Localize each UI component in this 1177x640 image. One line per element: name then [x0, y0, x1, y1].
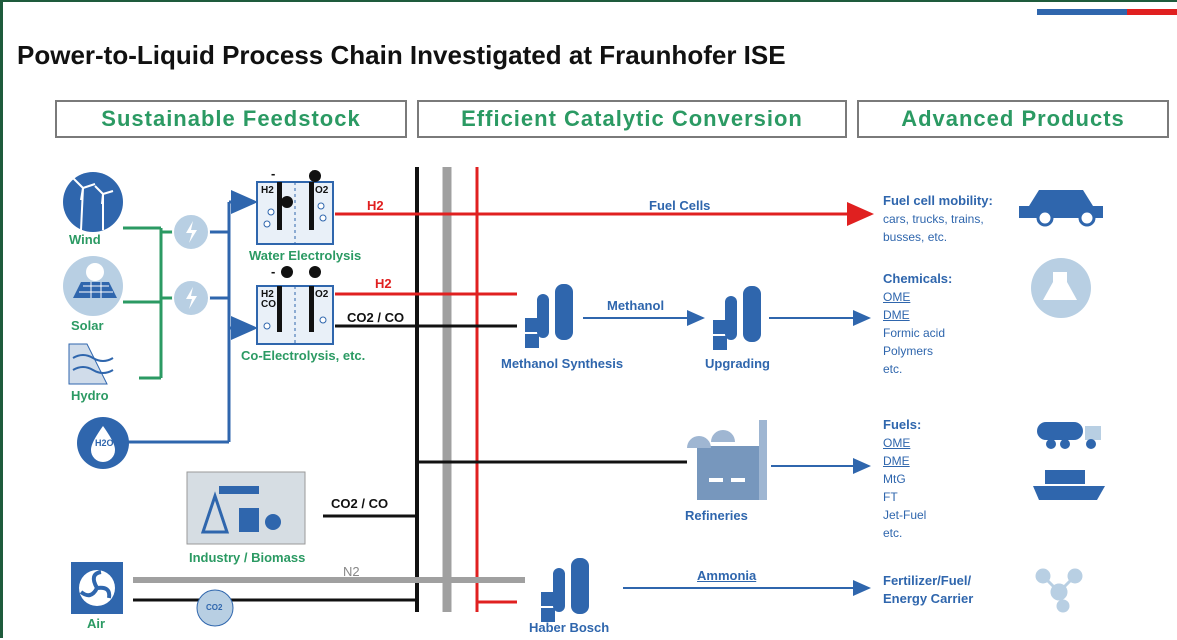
water-electrolysis-label: Water Electrolysis [249, 248, 362, 263]
fuels-item: OME [883, 436, 911, 450]
air-fan-icon [71, 562, 123, 614]
air-label: Air [87, 616, 106, 631]
co-cell-minus: - [271, 264, 276, 279]
water-drop-icon [77, 417, 129, 469]
fuel-cell-mobility-list: Fuel cell mobility: cars, trucks, trains… [883, 192, 993, 246]
water-cell-minus: - [271, 166, 276, 181]
methanol-synthesis-label: Methanol Synthesis [501, 356, 624, 371]
co2-co-label-top: CO2 / CO [347, 310, 405, 325]
chemicals-item: etc. [883, 362, 903, 376]
chemicals-item: Polymers [883, 344, 934, 358]
methanol-label: Methanol [607, 298, 665, 313]
fertilizer-line: Fertilizer/Fuel/ [883, 573, 972, 588]
tanker-truck-icon [1037, 422, 1101, 449]
water-cell-o2: O2 [315, 185, 329, 196]
molecule-icon [1035, 568, 1083, 613]
chemicals-item: OME [883, 290, 911, 304]
chemicals-head: Chemicals: [883, 271, 953, 286]
co-electrolysis-label: Co-Electrolysis, etc. [241, 348, 366, 363]
fertilizer-line: Energy Carrier [883, 591, 974, 606]
fuel-cells-label: Fuel Cells [649, 198, 711, 213]
methanol-synthesis-icon [525, 284, 573, 348]
refineries-label: Refineries [685, 508, 748, 523]
solar-icon [63, 256, 123, 316]
h2-stream-label-top: H2 [367, 198, 384, 213]
fuels-item: Jet-Fuel [883, 508, 927, 522]
fuels-item: etc. [883, 526, 903, 540]
water-cell-h2: H2 [261, 185, 274, 196]
industry-biomass-label: Industry / Biomass [189, 550, 306, 565]
water-electrolysis-cell [256, 170, 334, 245]
header-sustainable-feedstock: Sustainable Feedstock [55, 100, 407, 138]
h2-stream-label-mid: H2 [375, 276, 392, 291]
chemicals-list: Chemicals: OME DME Formic acid Polymers … [883, 270, 952, 378]
n2-label: N2 [343, 564, 360, 579]
header-advanced-products: Advanced Products [857, 100, 1169, 138]
co2-bubble-icon [196, 589, 234, 627]
haber-bosch-label: Haber Bosch [529, 620, 610, 635]
co-electrolysis-cell [256, 266, 334, 345]
solar-label: Solar [71, 318, 104, 333]
power-converter-icon [172, 213, 210, 317]
co-cell-co: CO [261, 299, 276, 310]
fuels-item: MtG [883, 472, 906, 486]
car-icon [1019, 190, 1103, 227]
wind-icon [63, 172, 123, 232]
ammonia-label: Ammonia [697, 568, 757, 583]
water-symbol: H2O [95, 438, 114, 448]
fuel-cell-mobility-line: cars, trucks, trains, [883, 212, 984, 226]
feed-lines [123, 190, 258, 444]
process-diagram [63, 167, 1105, 627]
chemicals-flask-icon [1031, 258, 1091, 318]
upgrading-icon [713, 286, 761, 350]
page-title: Power-to-Liquid Process Chain Investigat… [17, 40, 786, 70]
refinery-icon [687, 420, 767, 500]
header-catalytic-conversion: Efficient Catalytic Conversion [417, 100, 847, 138]
fuels-head: Fuels: [883, 417, 922, 432]
co-cell-h2: H2 [261, 289, 274, 300]
corner-accent [1037, 2, 1177, 15]
co2-symbol: CO2 [206, 603, 223, 612]
power-lines [123, 226, 175, 380]
co2-co-label-bottom: CO2 / CO [331, 496, 389, 511]
co-cell-o2: O2 [315, 289, 329, 300]
hydro-label: Hydro [71, 388, 109, 403]
fuel-cell-mobility-head: Fuel cell mobility: [883, 193, 993, 208]
ship-icon [1033, 470, 1105, 500]
chemicals-item: DME [883, 308, 910, 322]
fuels-item: DME [883, 454, 910, 468]
co-cell-plus: + [309, 264, 317, 279]
upgrading-label: Upgrading [705, 356, 770, 371]
fuels-item: FT [883, 490, 898, 504]
chemicals-item: Formic acid [883, 326, 946, 340]
hydro-icon [68, 343, 114, 385]
industry-biomass-icon [186, 471, 306, 545]
fertilizer-list: Fertilizer/Fuel/ Energy Carrier [883, 572, 973, 608]
water-cell-plus: + [309, 166, 317, 181]
fuel-cell-mobility-line: busses, etc. [883, 230, 948, 244]
wind-label: Wind [69, 232, 101, 247]
haber-bosch-icon [541, 558, 589, 622]
fuels-list: Fuels: OME DME MtG FT Jet-Fuel etc. [883, 416, 926, 542]
